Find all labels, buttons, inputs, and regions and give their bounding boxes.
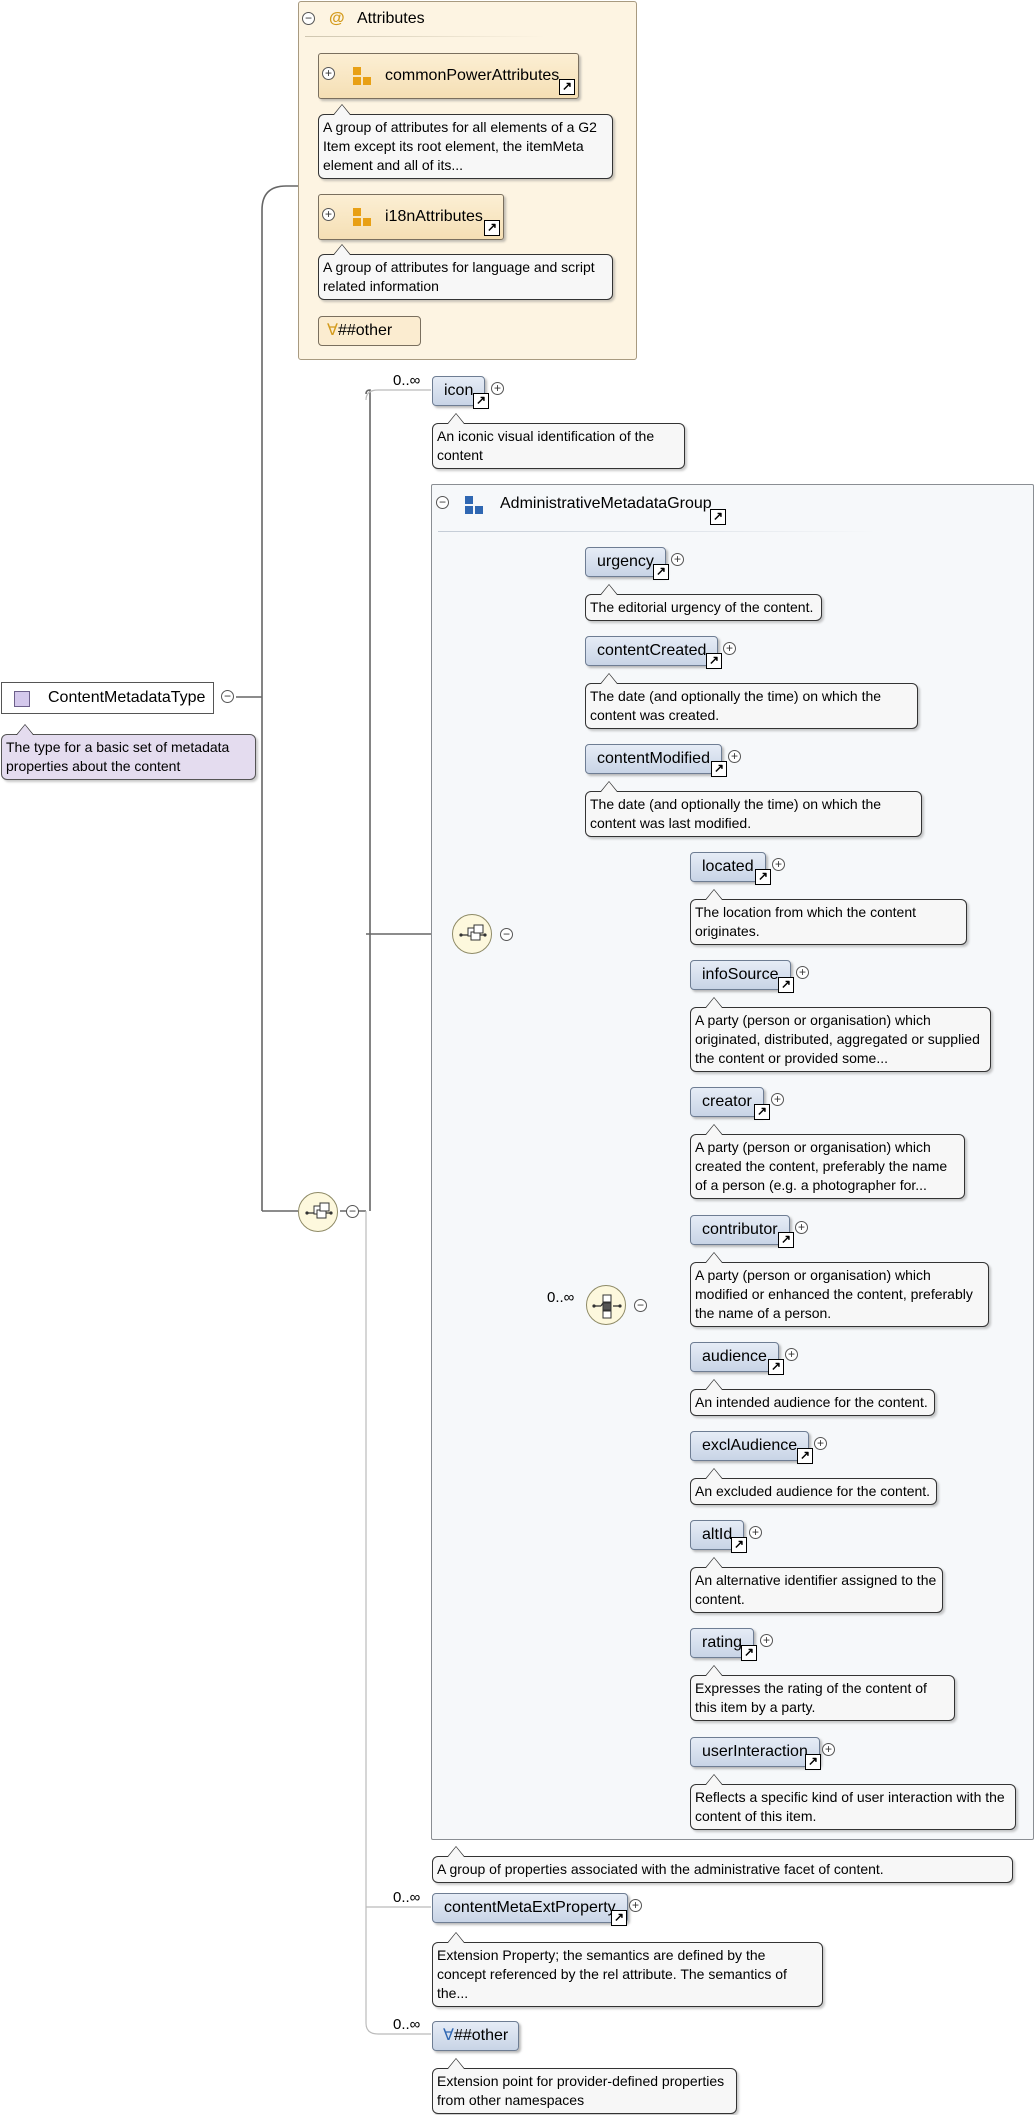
element-contentmetaextproperty[interactable]: contentMetaExtProperty (432, 1893, 628, 1923)
root-element-contentmetadatatype[interactable]: ContentMetadataType (1, 682, 214, 714)
collapse-icon[interactable]: − (346, 1205, 359, 1218)
annotation-rating: Expresses the rating of the content of t… (690, 1665, 955, 1721)
collapse-icon[interactable]: − (500, 928, 513, 941)
expand-icon[interactable]: + (785, 1348, 798, 1361)
complex-type-icon (14, 691, 30, 707)
attribute-group-i18nattributes[interactable]: i18nAttributes ↗ (318, 194, 504, 240)
annotation-any-other: Extension point for provider-defined pro… (432, 2058, 737, 2114)
expand-icon[interactable]: + (749, 1526, 762, 1539)
cardinality-label: 0..∞ (393, 1889, 421, 1906)
expand-icon[interactable]: + (795, 1221, 808, 1234)
link-arrow-icon[interactable]: ↗ (778, 1232, 794, 1248)
link-arrow-icon[interactable]: ↗ (473, 393, 489, 409)
sequence-compositor-icon[interactable] (452, 914, 492, 954)
cardinality-label: 0..∞ (393, 372, 421, 389)
collapse-icon[interactable]: − (302, 12, 315, 25)
collapse-icon[interactable]: − (436, 496, 449, 509)
expand-icon[interactable]: + (322, 208, 335, 221)
element-contentcreated[interactable]: contentCreated (585, 636, 719, 666)
element-urgency[interactable]: urgency (585, 547, 666, 577)
group-icon (465, 496, 485, 516)
expand-icon[interactable]: + (671, 553, 684, 566)
annotation-administrativemetadatagroup: A group of properties associated with th… (432, 1846, 1013, 1883)
annotation-commonpowerattributes: A group of attributes for all elements o… (318, 104, 613, 179)
annotation-i18nattributes: A group of attributes for language and s… (318, 244, 613, 300)
link-arrow-icon[interactable]: ↗ (653, 564, 669, 580)
annotation-contentmodified: The date (and optionally the time) on wh… (585, 781, 922, 837)
link-arrow-icon[interactable]: ↗ (805, 1754, 821, 1770)
annotation-exclaudience: An excluded audience for the content. (690, 1468, 937, 1505)
attribute-group-commonpowerattributes[interactable]: commonPowerAttributes ↗ (318, 53, 579, 99)
any-icon: ∀ (443, 2027, 454, 2044)
attribute-group-icon (353, 67, 373, 87)
link-arrow-icon[interactable]: ↗ (731, 1537, 747, 1553)
sequence-compositor-icon[interactable] (298, 1192, 338, 1232)
element-creator[interactable]: creator (690, 1087, 764, 1117)
element-located[interactable]: located (690, 852, 766, 882)
element-contributor[interactable]: contributor (690, 1215, 790, 1245)
element-exclaudience[interactable]: exclAudience (690, 1431, 810, 1461)
annotation-urgency: The editorial urgency of the content. (585, 584, 822, 621)
link-arrow-icon[interactable]: ↗ (778, 977, 794, 993)
annotation-located: The location from which the content orig… (690, 889, 967, 945)
expand-icon[interactable]: + (796, 966, 809, 979)
divider (438, 531, 878, 532)
any-element-other[interactable]: ∀##other (432, 2021, 520, 2051)
collapse-icon[interactable]: − (221, 690, 234, 703)
choice-compositor-icon[interactable] (586, 1285, 626, 1325)
annotation-audience: An intended audience for the content. (690, 1379, 935, 1416)
link-arrow-icon[interactable]: ↗ (768, 1359, 784, 1375)
link-arrow-icon[interactable]: ↗ (797, 1448, 813, 1464)
link-arrow-icon[interactable]: ↗ (706, 653, 722, 669)
element-userinteraction[interactable]: userInteraction (690, 1737, 820, 1767)
attributes-title: Attributes (357, 10, 425, 27)
expand-icon[interactable]: + (723, 642, 736, 655)
link-arrow-icon[interactable]: ↗ (710, 509, 726, 525)
annotation-contributor: A party (person or organisation) which m… (690, 1252, 989, 1327)
element-audience[interactable]: audience (690, 1342, 779, 1372)
element-contentmodified[interactable]: contentModified (585, 744, 722, 774)
expand-icon[interactable]: + (491, 382, 504, 395)
attribute-group-icon (353, 208, 373, 228)
expand-icon[interactable]: + (629, 1899, 642, 1912)
annotation-infosource: A party (person or organisation) which o… (690, 997, 991, 1072)
annotation-userinteraction: Reflects a specific kind of user interac… (690, 1774, 1016, 1830)
expand-icon[interactable]: + (322, 67, 335, 80)
annotation-creator: A party (person or organisation) which c… (690, 1124, 965, 1199)
link-arrow-icon[interactable]: ↗ (711, 761, 727, 777)
expand-icon[interactable]: + (728, 750, 741, 763)
expand-icon[interactable]: + (814, 1437, 827, 1450)
annotation-icon: An iconic visual identification of the c… (432, 413, 685, 469)
any-icon: ∀ (327, 322, 338, 339)
expand-icon[interactable]: + (771, 1093, 784, 1106)
expand-icon[interactable]: + (822, 1743, 835, 1756)
link-arrow-icon[interactable]: ↗ (754, 1104, 770, 1120)
divider (305, 36, 545, 37)
link-arrow-icon[interactable]: ↗ (559, 79, 575, 95)
annotation-contentmetaextproperty: Extension Property; the semantics are de… (432, 1932, 823, 2007)
group-title: AdministrativeMetadataGroup (500, 495, 712, 512)
link-arrow-icon[interactable]: ↗ (484, 220, 500, 236)
collapse-icon[interactable]: − (634, 1299, 647, 1312)
cardinality-label: 0..∞ (547, 1289, 575, 1306)
root-annotation: The type for a basic set of metadata pro… (1, 724, 256, 780)
expand-icon[interactable]: + (772, 858, 785, 871)
expand-icon[interactable]: + (760, 1634, 773, 1647)
annotation-contentcreated: The date (and optionally the time) on wh… (585, 673, 918, 729)
cardinality-label: 0..∞ (393, 2016, 421, 2033)
element-infosource[interactable]: infoSource (690, 960, 791, 990)
attribute-at-icon: @ (329, 10, 345, 27)
annotation-altid: An alternative identifier assigned to th… (690, 1557, 943, 1613)
any-attribute-other[interactable]: ∀##other (318, 316, 421, 346)
link-arrow-icon[interactable]: ↗ (611, 1910, 627, 1926)
link-arrow-icon[interactable]: ↗ (741, 1645, 757, 1661)
link-arrow-icon[interactable]: ↗ (755, 869, 771, 885)
